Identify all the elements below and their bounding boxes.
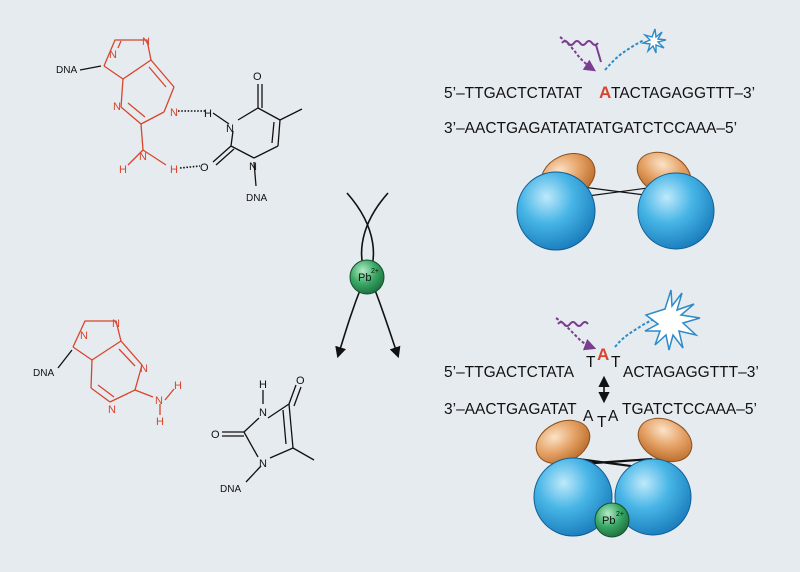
top-highlight-a: A — [599, 83, 611, 102]
atom-n1: N — [259, 458, 267, 470]
blue-domain-left-b — [533, 457, 613, 537]
emission-burst-large — [644, 289, 701, 351]
atom-n-amino: N — [155, 395, 163, 407]
emission-arrow-b — [614, 317, 657, 348]
atom-o4: O — [253, 71, 262, 83]
atom-n3: N — [108, 404, 116, 416]
top-strand1-left: 5’–TTGACTCTATAT — [444, 85, 583, 102]
base-pair-structure: N N N N N H H DNA O — [56, 36, 303, 204]
atom-o2: O — [211, 429, 220, 441]
pb-charge: 2+ — [371, 268, 379, 275]
free-thymine-structure: H N O O N DNA — [211, 375, 315, 495]
dna-label-thymine-top: DNA — [246, 193, 267, 204]
excitation-arrow-b — [555, 317, 597, 351]
bottom-duplex-panel: 5’–TTGACTCTATA T A T ACTAGAGGTTT–3’ 3’–A… — [444, 289, 759, 538]
blue-domain-left — [516, 171, 596, 251]
atom-n3: N — [226, 123, 234, 135]
pb-symbol: Pb — [358, 272, 371, 284]
dna-label-purine-top: DNA — [56, 65, 77, 76]
bottom-strand2-left: 3’–AACTGAGATAT — [444, 401, 577, 418]
h-bond-2 — [179, 165, 201, 169]
atom-n7: N — [112, 318, 120, 330]
atom-o2: O — [200, 162, 209, 174]
atom-n1: N — [170, 107, 178, 119]
atom-n9: N — [109, 49, 117, 61]
bottom-bulge2-a2: A — [608, 408, 619, 425]
atom-h3: H — [259, 379, 267, 391]
excitation-wave — [561, 40, 602, 63]
lead-ion-center: Pb 2+ — [349, 259, 385, 295]
atom-n9: N — [80, 330, 88, 342]
bottom-bulge-left: T — [586, 354, 596, 371]
atom-n3: N — [259, 407, 267, 419]
atom-h-amino-1: H — [119, 164, 127, 176]
bottom-bulge-right: T — [611, 354, 621, 371]
pb-bound-symbol: Pb — [602, 515, 615, 527]
emission-burst-small — [640, 28, 667, 54]
thymine-top: O O N N H DNA — [200, 71, 303, 204]
pb-bound-charge: 2+ — [616, 511, 624, 518]
blue-domain-right — [637, 172, 715, 250]
excitation-wave-b — [557, 321, 589, 327]
atom-n3: N — [113, 101, 121, 113]
bottom-highlight-a: A — [597, 345, 609, 364]
lead-ion-bound: Pb 2+ — [594, 502, 630, 538]
excitation-arrow — [559, 36, 596, 72]
bottom-strand1-left: 5’–TTGACTCTATA — [444, 364, 575, 381]
bottom-strand2-right: TGATCTCCAAA–5’ — [622, 401, 757, 418]
bottom-strand1-right: ACTAGAGGTTT–3’ — [623, 364, 759, 381]
dna-label-purine-free: DNA — [33, 368, 54, 379]
atom-n-amino: N — [139, 151, 147, 163]
purine-top: N N N N N H H DNA — [56, 36, 178, 176]
atom-h1: H — [174, 380, 182, 392]
bottom-bulge2-a1: A — [583, 408, 594, 425]
top-strand2: 3’–AACTGAGATATATATGATCTCCAAA–5’ — [444, 120, 737, 137]
atom-h3: H — [204, 108, 212, 120]
bottom-bulge2-t: T — [597, 414, 607, 431]
top-duplex-panel: 5’–TTGACTCTATAT A TACTAGAGGTTT–3’ 3’–AAC… — [444, 28, 755, 251]
free-purine-structure: N N N N N H H DNA — [33, 318, 182, 428]
atom-o4: O — [296, 375, 305, 387]
top-strand1-right: TACTAGAGGTTT–3’ — [611, 85, 755, 102]
orange-domain-right-b — [637, 417, 693, 463]
atom-h-amino-2: H — [170, 164, 178, 176]
blue-domain-right-b — [614, 458, 692, 536]
emission-arrow — [604, 39, 645, 71]
atom-n1: N — [249, 161, 257, 173]
dna-label-thymine-free: DNA — [220, 484, 241, 495]
atom-n7: N — [142, 36, 150, 48]
atom-n1: N — [140, 363, 148, 375]
atom-h2: H — [156, 416, 164, 428]
